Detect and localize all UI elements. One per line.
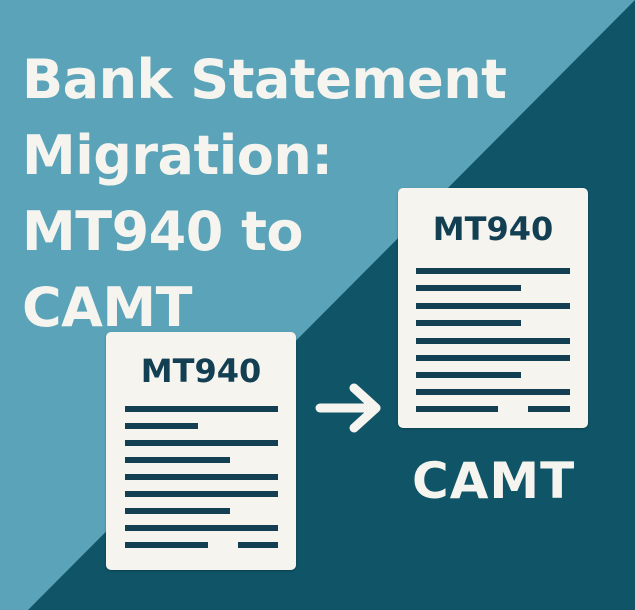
document-line xyxy=(416,285,521,291)
target-document-label: MT940 xyxy=(432,210,554,248)
source-document: MT940 xyxy=(106,332,296,570)
document-line xyxy=(125,423,198,429)
headline-line-1: Bank Statement xyxy=(22,48,507,111)
document-line xyxy=(125,508,230,514)
document-line xyxy=(416,268,570,274)
document-line xyxy=(125,542,208,548)
headline: Bank Statement Migration: MT940 to CAMT xyxy=(22,42,507,346)
document-line xyxy=(125,440,278,446)
document-line xyxy=(125,491,278,497)
document-line xyxy=(416,320,521,326)
document-line xyxy=(125,474,278,480)
document-line xyxy=(416,389,570,395)
headline-line-3: MT940 to xyxy=(22,200,304,263)
document-line xyxy=(416,338,570,344)
document-line xyxy=(125,525,278,531)
document-line xyxy=(416,303,570,309)
document-line xyxy=(416,406,498,412)
document-line xyxy=(238,542,278,548)
document-line xyxy=(416,372,521,378)
document-line xyxy=(528,406,570,412)
source-document-label: MT940 xyxy=(140,352,262,390)
document-line xyxy=(125,457,230,463)
document-line xyxy=(416,355,570,361)
target-format-caption: CAMT xyxy=(412,452,576,510)
headline-line-4: CAMT xyxy=(22,276,193,339)
document-line xyxy=(125,406,278,412)
arrow-right-icon xyxy=(315,383,381,433)
target-document: MT940 xyxy=(398,188,588,428)
headline-line-2: Migration: xyxy=(22,124,333,187)
